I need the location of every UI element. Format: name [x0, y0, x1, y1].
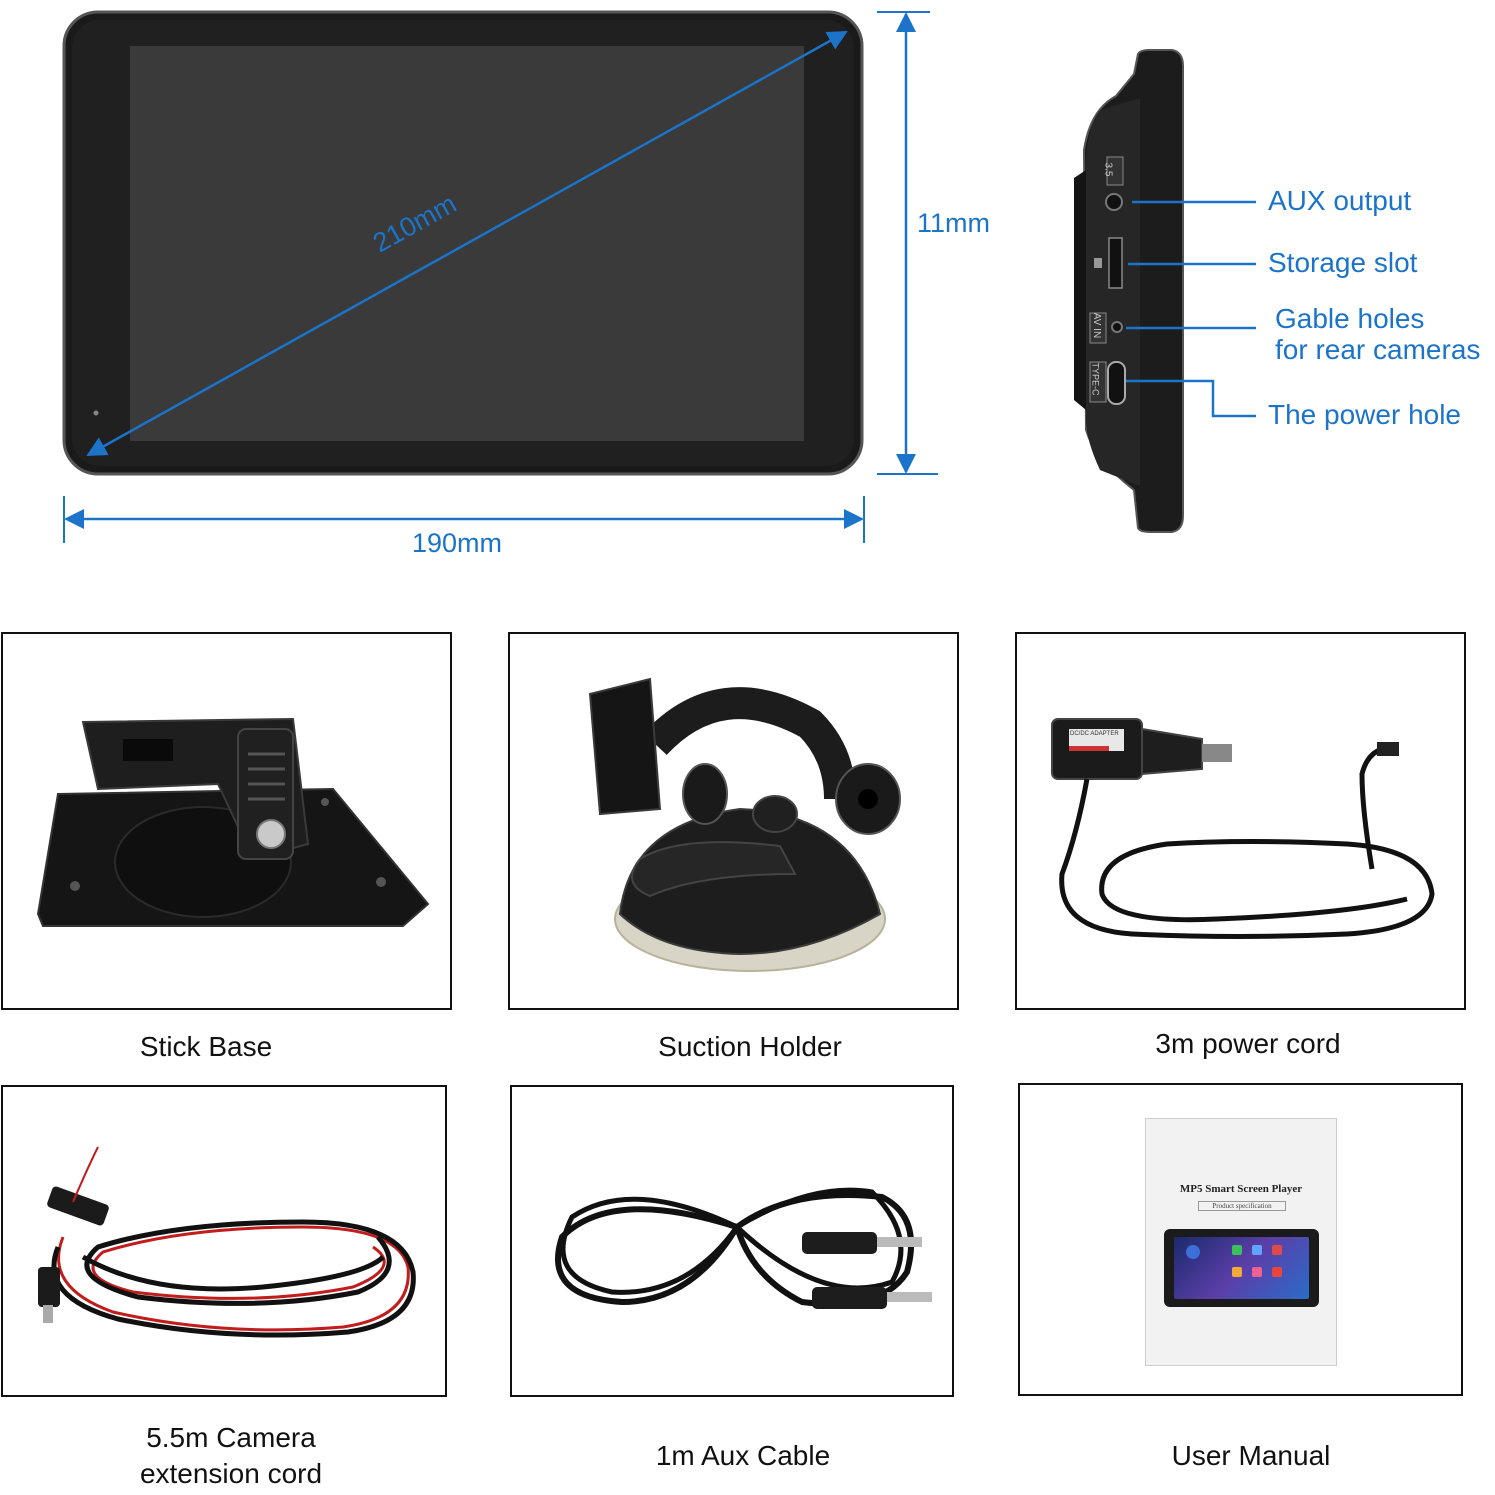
- accessory-frame-user-manual: MP5 Smart Screen Player Product specific…: [1018, 1083, 1463, 1396]
- caption-camera-cord-line2: extension cord: [139, 1458, 323, 1489]
- diagonal-dimension-line: [86, 30, 848, 457]
- accessory-frame-power-cord: [1015, 632, 1466, 1010]
- manual-subtitle: Product specification: [1198, 1201, 1286, 1211]
- port-label-storage: Storage slot: [1268, 247, 1418, 278]
- accessory-frame-camera-cord: [1, 1085, 447, 1397]
- stick-base-image: [36, 717, 430, 927]
- caption-camera-cord-line1: 5.5m Camera: [146, 1422, 316, 1453]
- manual-title: MP5 Smart Screen Player: [1179, 1183, 1303, 1195]
- port-label-power: The power hole: [1268, 399, 1462, 430]
- port-label-aux: AUX output: [1268, 185, 1412, 216]
- camera-cord-image: [38, 1146, 416, 1338]
- manual-booklet: MP5 Smart Screen Player Product specific…: [1145, 1118, 1337, 1366]
- port-label-camera: Gable holes for rear cameras: [1275, 303, 1480, 365]
- device-side-view: [1074, 49, 1184, 533]
- width-label: 190mm: [412, 528, 503, 558]
- accessory-frame-suction-holder: [508, 632, 959, 1010]
- caption-camera-cord: 5.5m Camera extension cord: [1, 1420, 461, 1492]
- caption-suction-holder: Suction Holder: [658, 1031, 842, 1062]
- caption-stick-base: Stick Base: [139, 1031, 273, 1062]
- suction-holder-image: [588, 677, 901, 972]
- caption-power-cord: 3m power cord: [1155, 1028, 1341, 1059]
- aux-cable-image: [555, 1187, 932, 1309]
- typec-marking: TYPE-C: [1090, 362, 1101, 396]
- power-cord-image: [1051, 718, 1435, 939]
- caption-aux-cable: 1m Aux Cable: [655, 1440, 831, 1471]
- aux-marking: 3.5: [1102, 162, 1114, 177]
- caption-user-manual: User Manual: [1171, 1440, 1331, 1471]
- port-label-camera-line2: for rear cameras: [1275, 334, 1481, 365]
- adapter-label: DC/DC ADAPTER: [1070, 731, 1119, 737]
- thickness-label: 11mm: [917, 208, 991, 238]
- device-dimension-diagram: [62, 10, 1256, 543]
- av-marking: AV IN: [1091, 312, 1103, 339]
- accessory-frame-aux-cable: [510, 1085, 954, 1397]
- accessory-frame-stick-base: [1, 632, 452, 1010]
- port-label-camera-line1: Gable holes: [1275, 303, 1425, 334]
- manual-device-image: [1164, 1229, 1319, 1307]
